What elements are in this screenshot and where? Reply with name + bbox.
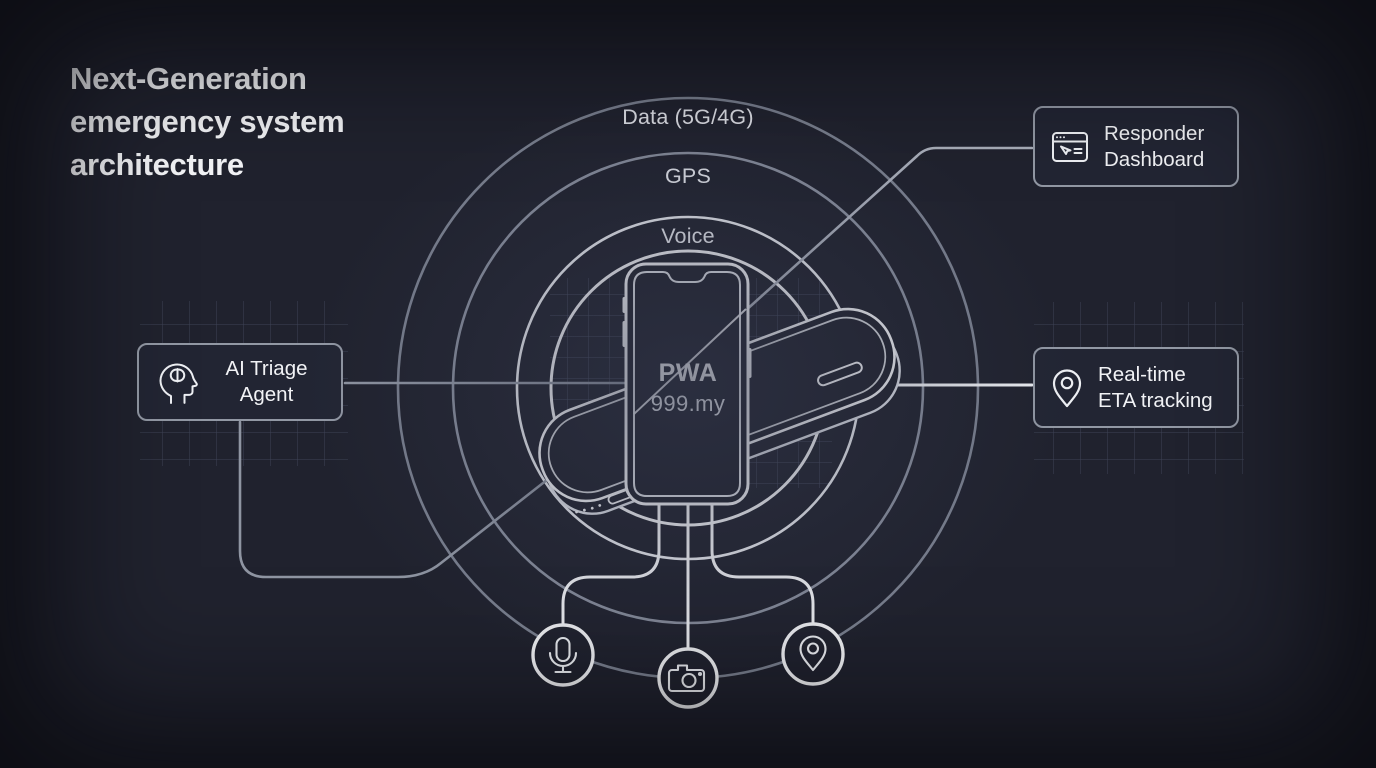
title-line: emergency system	[70, 104, 345, 139]
connector-phone-to-mic	[561, 502, 661, 628]
node-label: Real-time ETA tracking	[1098, 362, 1213, 414]
volume-button	[622, 321, 626, 347]
head-brain-icon	[155, 358, 201, 406]
node-label-line: Dashboard	[1104, 147, 1205, 171]
ring-label-voice: Voice	[661, 224, 715, 248]
ring-label-data: Data (5G/4G)	[622, 105, 753, 129]
phone-app-name: PWA	[659, 359, 718, 387]
node-label: AI Triage Agent	[216, 356, 317, 408]
dashboard-window-icon	[1051, 131, 1089, 163]
node-label: Responder Dashboard	[1104, 121, 1204, 173]
node-eta-tracking: Real-time ETA tracking	[1033, 347, 1239, 428]
node-ai-triage-agent: AI Triage Agent	[137, 343, 343, 421]
camera-badge	[657, 647, 719, 709]
node-label-line: AI Triage	[225, 357, 308, 380]
node-label-line: ETA tracking	[1098, 388, 1213, 412]
title-line: Next-Generation	[70, 61, 307, 96]
power-button	[748, 348, 752, 378]
location-badge	[781, 622, 845, 686]
microphone-badge	[531, 623, 595, 687]
node-label-line: Real-time	[1098, 362, 1186, 386]
volume-button	[622, 297, 626, 313]
ring-label-gps: GPS	[665, 164, 711, 188]
location-pin-icon	[1051, 367, 1083, 409]
node-label-line: Agent	[239, 383, 294, 406]
phone-app-domain: 999.my	[651, 391, 726, 416]
title-line: architecture	[70, 147, 244, 182]
connector-phone-to-location	[710, 502, 815, 627]
node-label-line: Responder	[1104, 121, 1205, 145]
page-title: Next-Generation emergency system archite…	[70, 57, 345, 186]
node-responder-dashboard: Responder Dashboard	[1033, 106, 1239, 187]
